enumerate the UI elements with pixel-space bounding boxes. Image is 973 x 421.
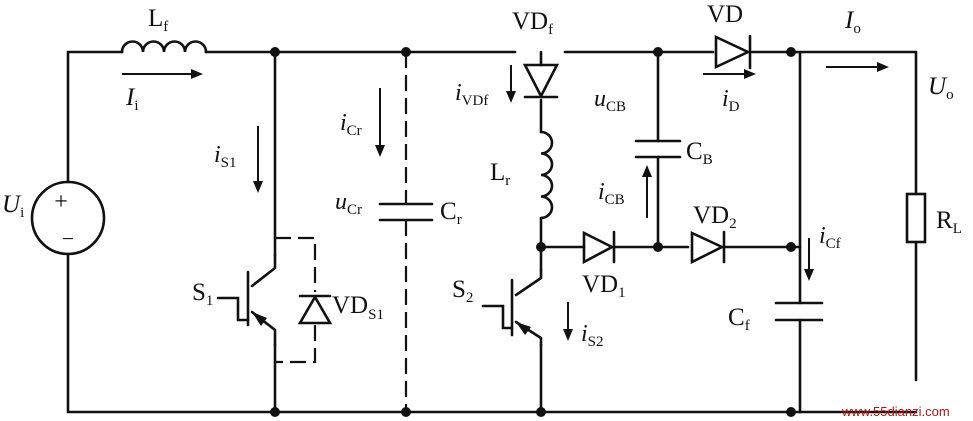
label-vd1: VD1	[582, 271, 626, 301]
antiparallel-diode-vds1	[275, 236, 333, 364]
label-ucb: uCB	[594, 86, 626, 115]
capacitor-cf	[774, 301, 824, 322]
input-inductor-lf	[120, 40, 208, 54]
current-arrows	[122, 62, 889, 341]
capacitor-cb	[634, 139, 682, 159]
diode-vd2	[690, 230, 726, 265]
label-ii: Ii	[125, 84, 139, 114]
source-minus-sign: −	[62, 226, 74, 251]
label-is2: iS2	[581, 321, 604, 350]
label-ucr: uCr	[335, 189, 362, 218]
label-cb: CB	[686, 138, 713, 168]
label-cr: Cr	[440, 198, 462, 228]
label-vds1: VDS1	[332, 292, 384, 323]
arrow-id	[703, 69, 756, 79]
arrow-icr	[375, 88, 385, 157]
watermark-text: www.55dianzi.com	[841, 404, 950, 419]
resonant-inductor-lr	[539, 130, 554, 220]
label-icr: iCr	[340, 110, 362, 139]
label-uo: Uo	[928, 73, 954, 103]
resonant-capacitor-cr	[378, 52, 434, 412]
label-vd2: VD2	[693, 202, 737, 232]
label-lf: Lf	[148, 5, 168, 35]
source-plus-sign: +	[54, 189, 68, 215]
arrow-io	[826, 62, 889, 72]
label-s1: S1	[192, 279, 213, 309]
label-icb: iCB	[598, 179, 625, 208]
label-s2: S2	[452, 276, 473, 306]
label-id: iD	[722, 86, 740, 115]
arrow-icb	[642, 165, 652, 218]
label-vdf: VDf	[512, 8, 553, 38]
arrow-is1	[253, 126, 263, 193]
arrow-ivdf	[506, 65, 516, 103]
label-cf: Cf	[728, 304, 750, 334]
switch-s2	[481, 268, 543, 347]
diode-vd	[714, 34, 752, 70]
arrow-is2	[563, 302, 573, 341]
wiring	[66, 50, 918, 414]
label-lr: Lr	[490, 159, 510, 189]
label-ui: Ui	[2, 191, 24, 221]
arrow-icf	[804, 238, 814, 281]
label-io: Io	[844, 7, 861, 37]
label-is1: iS1	[214, 142, 237, 171]
arrow-ii	[122, 69, 203, 79]
diode-vd1	[582, 230, 616, 265]
component-labels: Lf Ii Ui iS1 S1 VDS1 iCr uCr Cr VDf iVDf…	[2, 1, 962, 350]
diode-vdf	[522, 63, 560, 99]
label-vd: VD	[707, 1, 743, 28]
label-rl: RL	[936, 207, 962, 237]
load-resistor-rl	[905, 192, 927, 244]
junction-dots	[270, 47, 796, 417]
label-ivdf: iVDf	[455, 80, 488, 109]
input-voltage-source: + −	[30, 180, 106, 256]
switch-s1	[216, 253, 277, 347]
label-icf: iCf	[819, 223, 841, 252]
